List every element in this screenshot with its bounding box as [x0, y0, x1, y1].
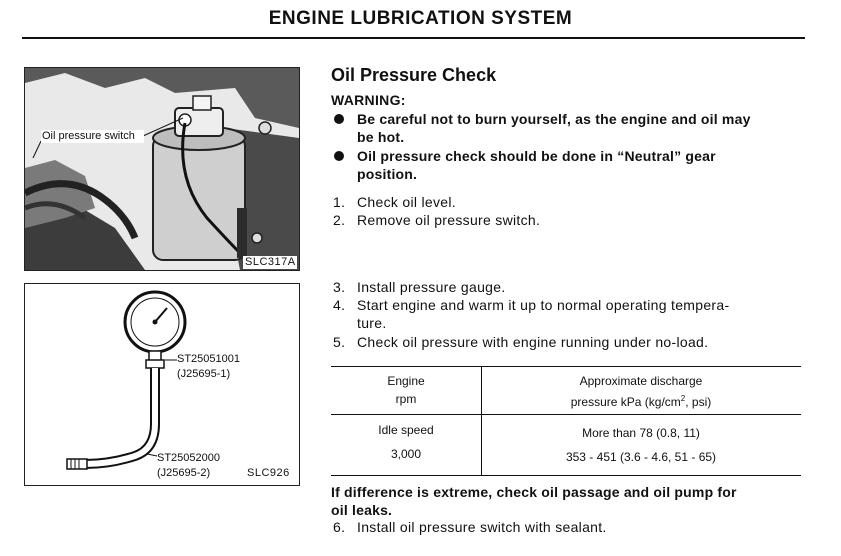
step-text: Install pressure gauge. [357, 279, 506, 295]
step-number: 3. [333, 279, 346, 295]
table-header-pressure: Approximate discharge pressure kPa (kg/c… [481, 372, 801, 411]
step-item: 5. Check oil pressure with engine runnin… [331, 333, 801, 351]
step-text: Remove oil pressure switch. [357, 212, 541, 228]
table-header-rpm: Engine rpm [331, 372, 481, 408]
oil-pressure-table: Engine rpm Approximate discharge pressur… [331, 366, 801, 476]
table-rule [331, 366, 801, 367]
step-text-line2: ture. [357, 315, 387, 331]
warning-item: Be careful not to burn yourself, as the … [331, 110, 801, 146]
figure-pressure-gauge: ST25051001 (J25695-1) ST25052000 (J25695… [24, 283, 300, 486]
section-title: Oil Pressure Check [331, 65, 497, 85]
step-number: 5. [333, 334, 346, 350]
header-rule [22, 37, 805, 39]
table-row-idle-pressure: More than 78 (0.8, 11) [582, 426, 700, 440]
table-row-idle-rpm: Idle speed [378, 423, 434, 437]
header-text: Approximate discharge [579, 374, 703, 388]
step-item: 2. Remove oil pressure switch. [331, 211, 801, 229]
header-superscript: 2 [680, 394, 686, 403]
step-item: 1. Check oil level. [331, 193, 801, 211]
figure2-code: SLC926 [247, 467, 290, 479]
header-text-part: pressure kPa (kg/cm [570, 395, 681, 409]
warning-text-line1: Be careful not to burn yourself, as the … [357, 111, 751, 127]
tool2-part-number: ST25052000 [157, 452, 220, 464]
step-number: 1. [333, 194, 346, 210]
header-text: pressure kPa (kg/cm2, psi) [481, 390, 801, 411]
bullet-icon [334, 151, 344, 161]
table-row-3000-rpm: 3,000 [390, 447, 422, 461]
table-rule [331, 475, 801, 476]
step-number: 6. [333, 519, 346, 535]
warning-item: Oil pressure check should be done in “Ne… [331, 147, 801, 183]
step-text: Install oil pressure switch with sealant… [357, 519, 607, 535]
table-column-divider [481, 366, 482, 476]
tool2-j-number: (J25695-2) [157, 467, 211, 479]
note-line1: If difference is extreme, check oil pass… [331, 484, 737, 500]
figure-oil-pressure-switch: Oil pressure switch SLC317A [24, 67, 300, 271]
leak-check-note: If difference is extreme, check oil pass… [331, 483, 801, 519]
table-row-3000-pressure: 353 - 451 (3.6 - 4.6, 51 - 65) [565, 450, 717, 464]
bullet-icon [334, 114, 344, 124]
step-item: 4. Start engine and warm it up to normal… [331, 296, 801, 332]
step-text: Check oil pressure with engine running u… [357, 334, 709, 350]
header-text: rpm [395, 392, 417, 406]
step-number: 2. [333, 212, 346, 228]
step-item: 6. Install oil pressure switch with seal… [331, 518, 801, 536]
warning-text-line2: position. [357, 166, 418, 182]
step-number: 4. [333, 297, 346, 313]
tool1-j-number: (J25695-1) [177, 368, 231, 380]
header-text: Engine [387, 374, 425, 388]
warning-text-line2: be hot. [357, 129, 405, 145]
oil-pressure-switch-label: Oil pressure switch [42, 130, 135, 142]
header-text-part: , psi) [685, 395, 712, 409]
figure1-code: SLC317A [245, 256, 296, 268]
page-header: ENGINE LUBRICATION SYSTEM [0, 6, 841, 39]
pressure-gauge-illustration [66, 290, 187, 470]
step-item: 3. Install pressure gauge. [331, 278, 801, 296]
table-rule [331, 414, 801, 415]
engine-illustration [25, 68, 299, 270]
warning-text-line1: Oil pressure check should be done in “Ne… [357, 148, 716, 164]
tool1-part-number: ST25051001 [177, 353, 240, 365]
step-text: Check oil level. [357, 194, 456, 210]
note-line2: oil leaks. [331, 502, 393, 518]
step-text-line1: Start engine and warm it up to normal op… [357, 297, 730, 313]
page-title: ENGINE LUBRICATION SYSTEM [268, 8, 573, 29]
warning-title: WARNING: [331, 92, 406, 108]
